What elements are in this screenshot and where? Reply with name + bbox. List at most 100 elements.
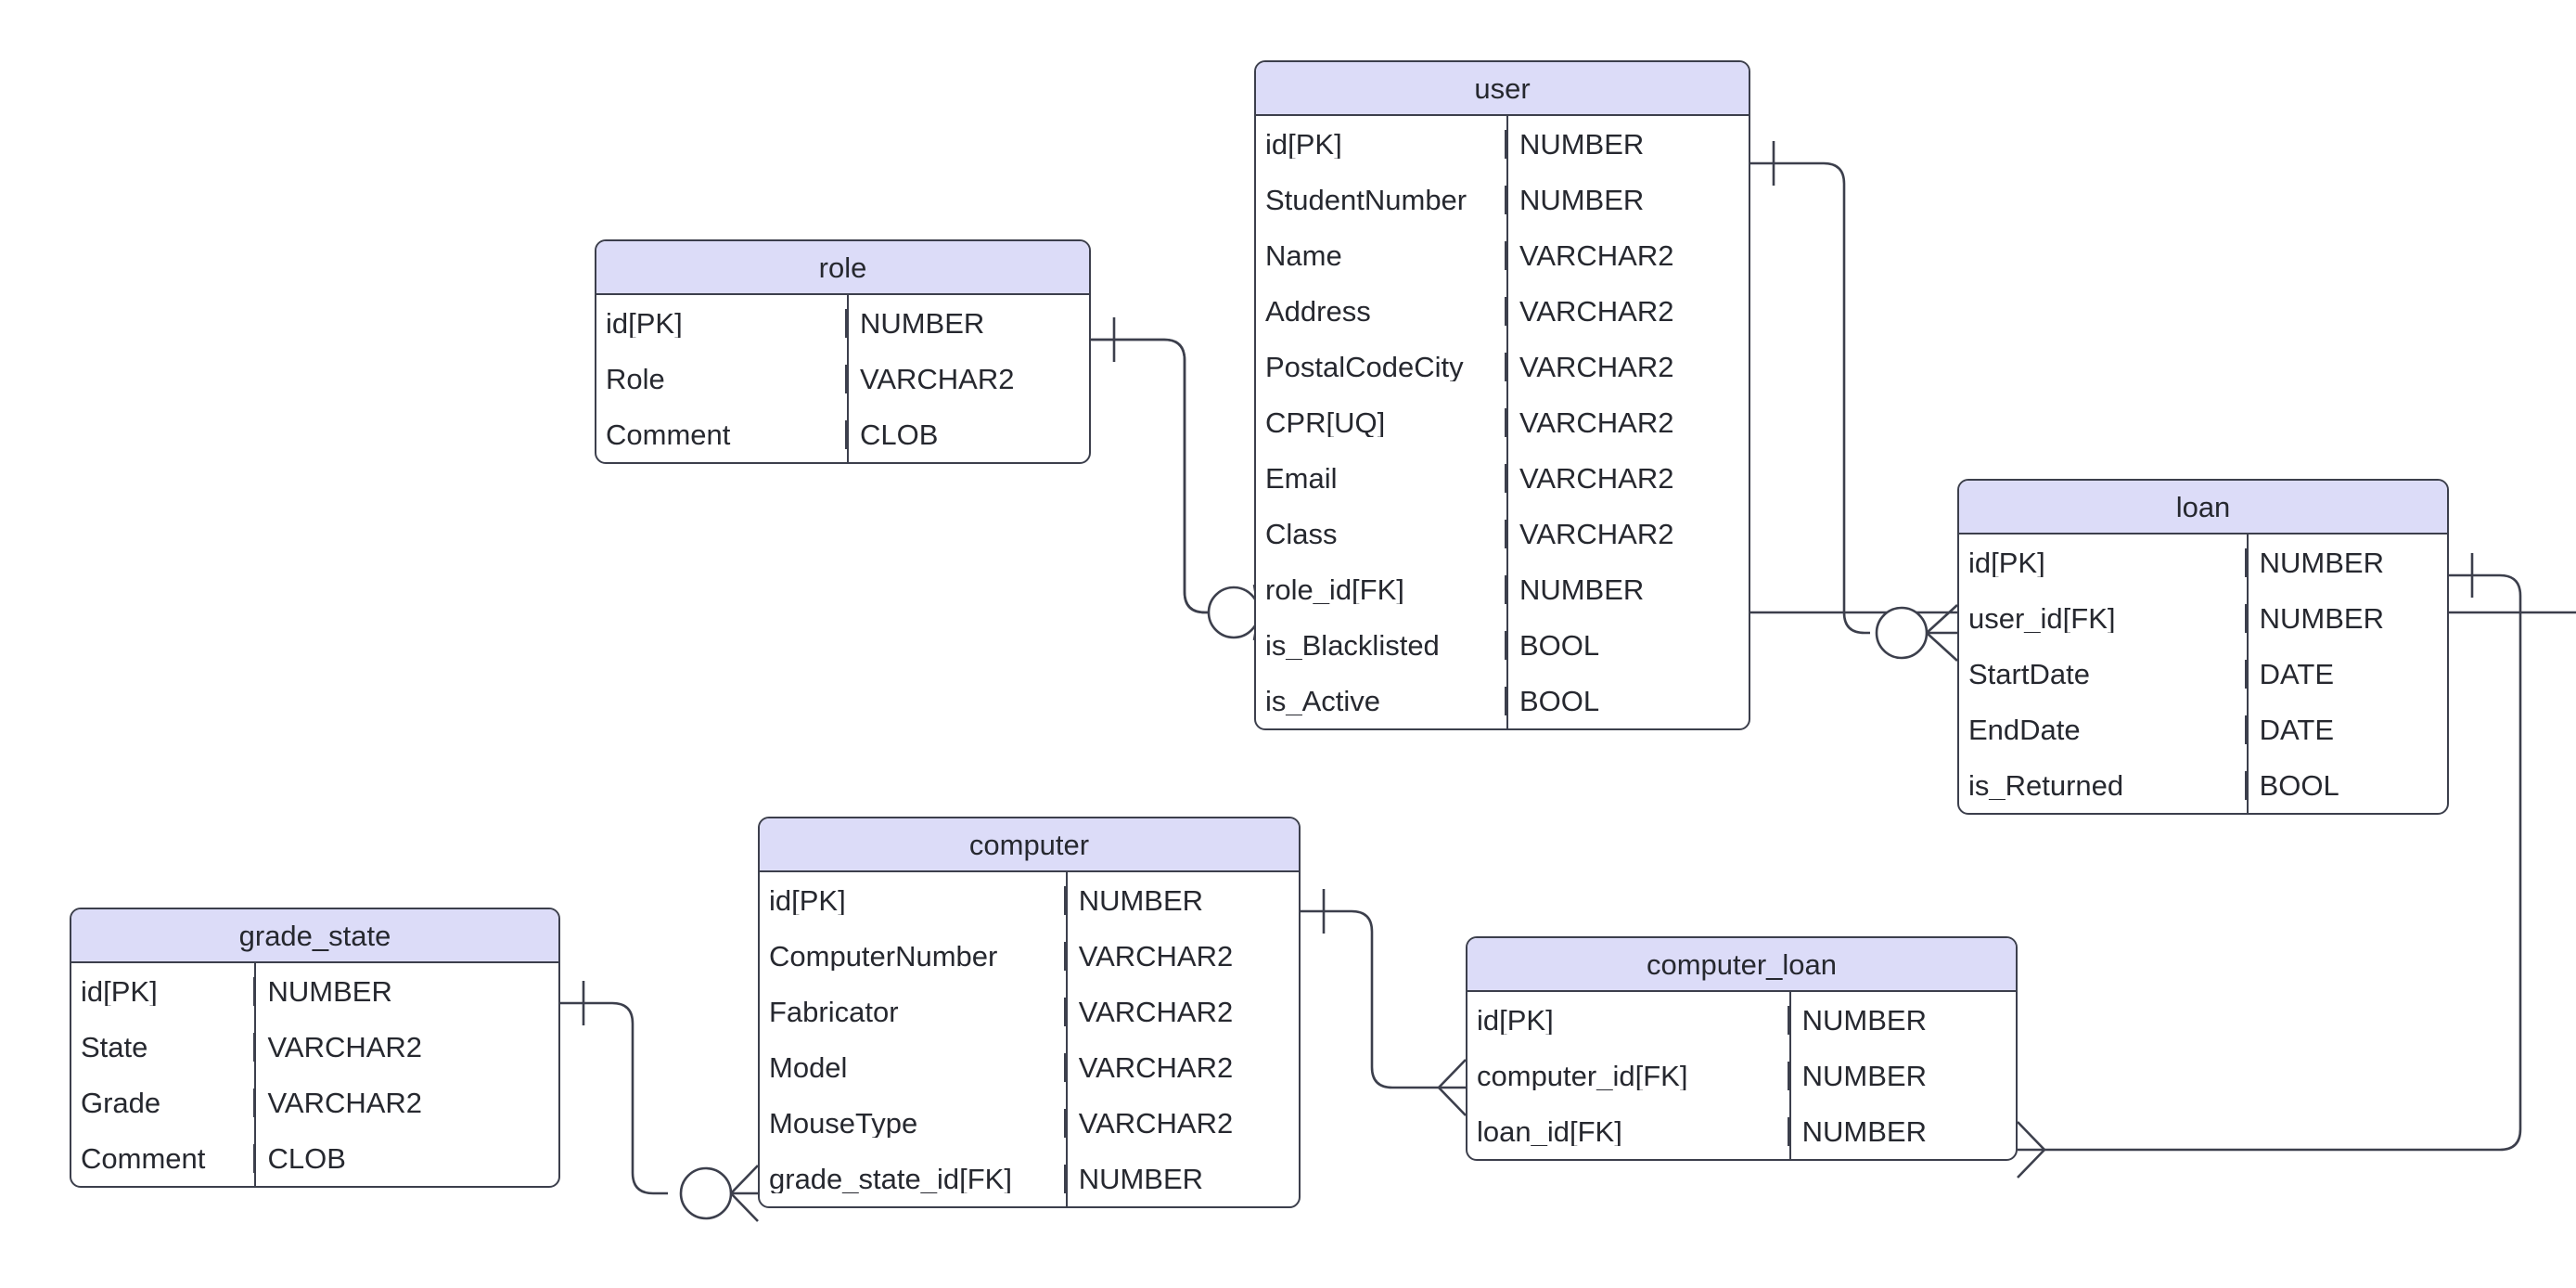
attribute-row: id[PK] NUMBER <box>760 872 1299 928</box>
crowsfoot-computer-computerloan <box>1438 1059 1467 1116</box>
attribute-row: is_Active BOOL <box>1256 673 1749 728</box>
attribute-row: CPR[UQ] VARCHAR2 <box>1256 394 1749 450</box>
attribute-name: grade_state_id[FK] <box>769 1164 1012 1193</box>
attribute-name: StudentNumber <box>1265 185 1467 214</box>
attribute-type: VARCHAR2 <box>1063 941 1299 971</box>
attribute-type: NUMBER <box>2244 603 2447 633</box>
attribute-type: VARCHAR2 <box>1504 296 1749 326</box>
cardinality-zero-circle <box>1207 586 1261 639</box>
entity-user[interactable]: user id[PK] NUMBER StudentNumber NUMBER … <box>1254 60 1750 730</box>
attribute-type: VARCHAR2 <box>1504 352 1749 381</box>
attribute-row: id[PK] NUMBER <box>71 963 558 1019</box>
attribute-type: VARCHAR2 <box>252 1032 558 1062</box>
cardinality-zero-circle <box>679 1166 733 1220</box>
attribute-name: id[PK] <box>1968 547 2045 577</box>
attribute-type: VARCHAR2 <box>1504 463 1749 493</box>
attribute-name: Email <box>1265 463 1338 493</box>
attribute-type: BOOL <box>1504 686 1749 715</box>
attribute-name: id[PK] <box>769 885 846 915</box>
entity-body-grade-state: id[PK] NUMBER State VARCHAR2 Grade VARCH… <box>71 963 558 1186</box>
attribute-name: EndDate <box>1968 715 2081 744</box>
attribute-name: Name <box>1265 240 1342 270</box>
attribute-name: Fabricator <box>769 997 899 1026</box>
attribute-name: Role <box>606 364 665 393</box>
attribute-row: Grade VARCHAR2 <box>71 1075 558 1130</box>
entity-computer-loan[interactable]: computer_loan id[PK] NUMBER computer_id[… <box>1466 936 2018 1161</box>
attribute-row: StudentNumber NUMBER <box>1256 172 1749 227</box>
attribute-name: computer_id[FK] <box>1477 1061 1688 1090</box>
attribute-name: ComputerNumber <box>769 941 998 971</box>
crowsfoot-loan-computerloan <box>2017 1121 2045 1179</box>
attribute-type: DATE <box>2244 659 2447 689</box>
attribute-type: VARCHAR2 <box>1504 519 1749 548</box>
crowsfoot-gradestate-computer <box>730 1165 759 1222</box>
attribute-name: State <box>81 1032 148 1062</box>
attribute-row: is_Blacklisted BOOL <box>1256 617 1749 673</box>
attribute-name: id[PK] <box>1265 129 1342 159</box>
attribute-name: Grade <box>81 1088 161 1117</box>
attribute-row: EndDate DATE <box>1959 702 2447 757</box>
entity-title-user: user <box>1256 62 1749 116</box>
attribute-name: PostalCodeCity <box>1265 352 1464 381</box>
attribute-type: BOOL <box>2244 770 2447 800</box>
attribute-name: id[PK] <box>606 308 683 338</box>
attribute-name: Model <box>769 1052 848 1082</box>
attribute-type: NUMBER <box>252 976 558 1006</box>
attribute-name: StartDate <box>1968 659 2090 689</box>
attribute-name: Comment <box>81 1143 206 1173</box>
column-divider <box>1066 872 1068 1206</box>
attribute-row: Email VARCHAR2 <box>1256 450 1749 506</box>
attribute-name: Address <box>1265 296 1371 326</box>
entity-title-computer-loan: computer_loan <box>1467 938 2016 992</box>
attribute-row: State VARCHAR2 <box>71 1019 558 1075</box>
entity-title-loan: loan <box>1959 481 2447 535</box>
entity-body-user: id[PK] NUMBER StudentNumber NUMBER Name … <box>1256 116 1749 728</box>
attribute-type: NUMBER <box>2244 547 2447 577</box>
attribute-row-fk: computer_id[FK] NUMBER <box>1467 1048 2016 1103</box>
attribute-type: NUMBER <box>1787 1005 2016 1035</box>
attribute-type: VARCHAR2 <box>1504 407 1749 437</box>
attribute-row-fk: loan_id[FK] NUMBER <box>1467 1103 2016 1159</box>
crowsfoot-user-loan <box>1926 604 1958 662</box>
attribute-row-fk: role_id[FK] NUMBER <box>1256 561 1749 617</box>
attribute-row: PostalCodeCity VARCHAR2 <box>1256 339 1749 394</box>
attribute-type: VARCHAR2 <box>252 1088 558 1117</box>
entity-body-computer-loan: id[PK] NUMBER computer_id[FK] NUMBER loa… <box>1467 992 2016 1159</box>
attribute-row: StartDate DATE <box>1959 646 2447 702</box>
entity-loan[interactable]: loan id[PK] NUMBER user_id[FK] NUMBER St… <box>1957 479 2449 815</box>
attribute-name: is_Active <box>1265 686 1381 715</box>
entity-grade-state[interactable]: grade_state id[PK] NUMBER State VARCHAR2… <box>70 908 560 1188</box>
attribute-row: Class VARCHAR2 <box>1256 506 1749 561</box>
attribute-type: VARCHAR2 <box>844 364 1089 393</box>
attribute-row: id[PK] NUMBER <box>1959 535 2447 590</box>
attribute-row: Model VARCHAR2 <box>760 1039 1299 1095</box>
attribute-row: Fabricator VARCHAR2 <box>760 984 1299 1039</box>
attribute-type: NUMBER <box>1504 574 1749 604</box>
edge-gradestate-computer <box>560 981 759 1222</box>
entity-computer[interactable]: computer id[PK] NUMBER ComputerNumber VA… <box>758 817 1301 1208</box>
column-divider <box>254 963 256 1186</box>
attribute-row: is_Returned BOOL <box>1959 757 2447 813</box>
column-divider <box>1506 116 1508 728</box>
column-divider <box>847 295 849 462</box>
attribute-type: NUMBER <box>1504 185 1749 214</box>
attribute-type: VARCHAR2 <box>1063 1108 1299 1138</box>
attribute-name: Comment <box>606 419 731 449</box>
attribute-row: id[PK] NUMBER <box>1467 992 2016 1048</box>
attribute-type: VARCHAR2 <box>1063 997 1299 1026</box>
attribute-row: MouseType VARCHAR2 <box>760 1095 1299 1151</box>
attribute-name: id[PK] <box>1477 1005 1554 1035</box>
attribute-type: CLOB <box>844 419 1089 449</box>
attribute-row: id[PK] NUMBER <box>596 295 1089 351</box>
attribute-row: Name VARCHAR2 <box>1256 227 1749 283</box>
attribute-row: Role VARCHAR2 <box>596 351 1089 406</box>
attribute-type: NUMBER <box>1787 1116 2016 1146</box>
attribute-name: is_Blacklisted <box>1265 630 1440 660</box>
attribute-type: NUMBER <box>1063 1164 1299 1193</box>
entity-role[interactable]: role id[PK] NUMBER Role VARCHAR2 Comment… <box>595 239 1091 464</box>
entity-body-role: id[PK] NUMBER Role VARCHAR2 Comment CLOB <box>596 295 1089 462</box>
attribute-type: NUMBER <box>1504 129 1749 159</box>
column-divider <box>2247 535 2249 813</box>
entity-title-role: role <box>596 241 1089 295</box>
